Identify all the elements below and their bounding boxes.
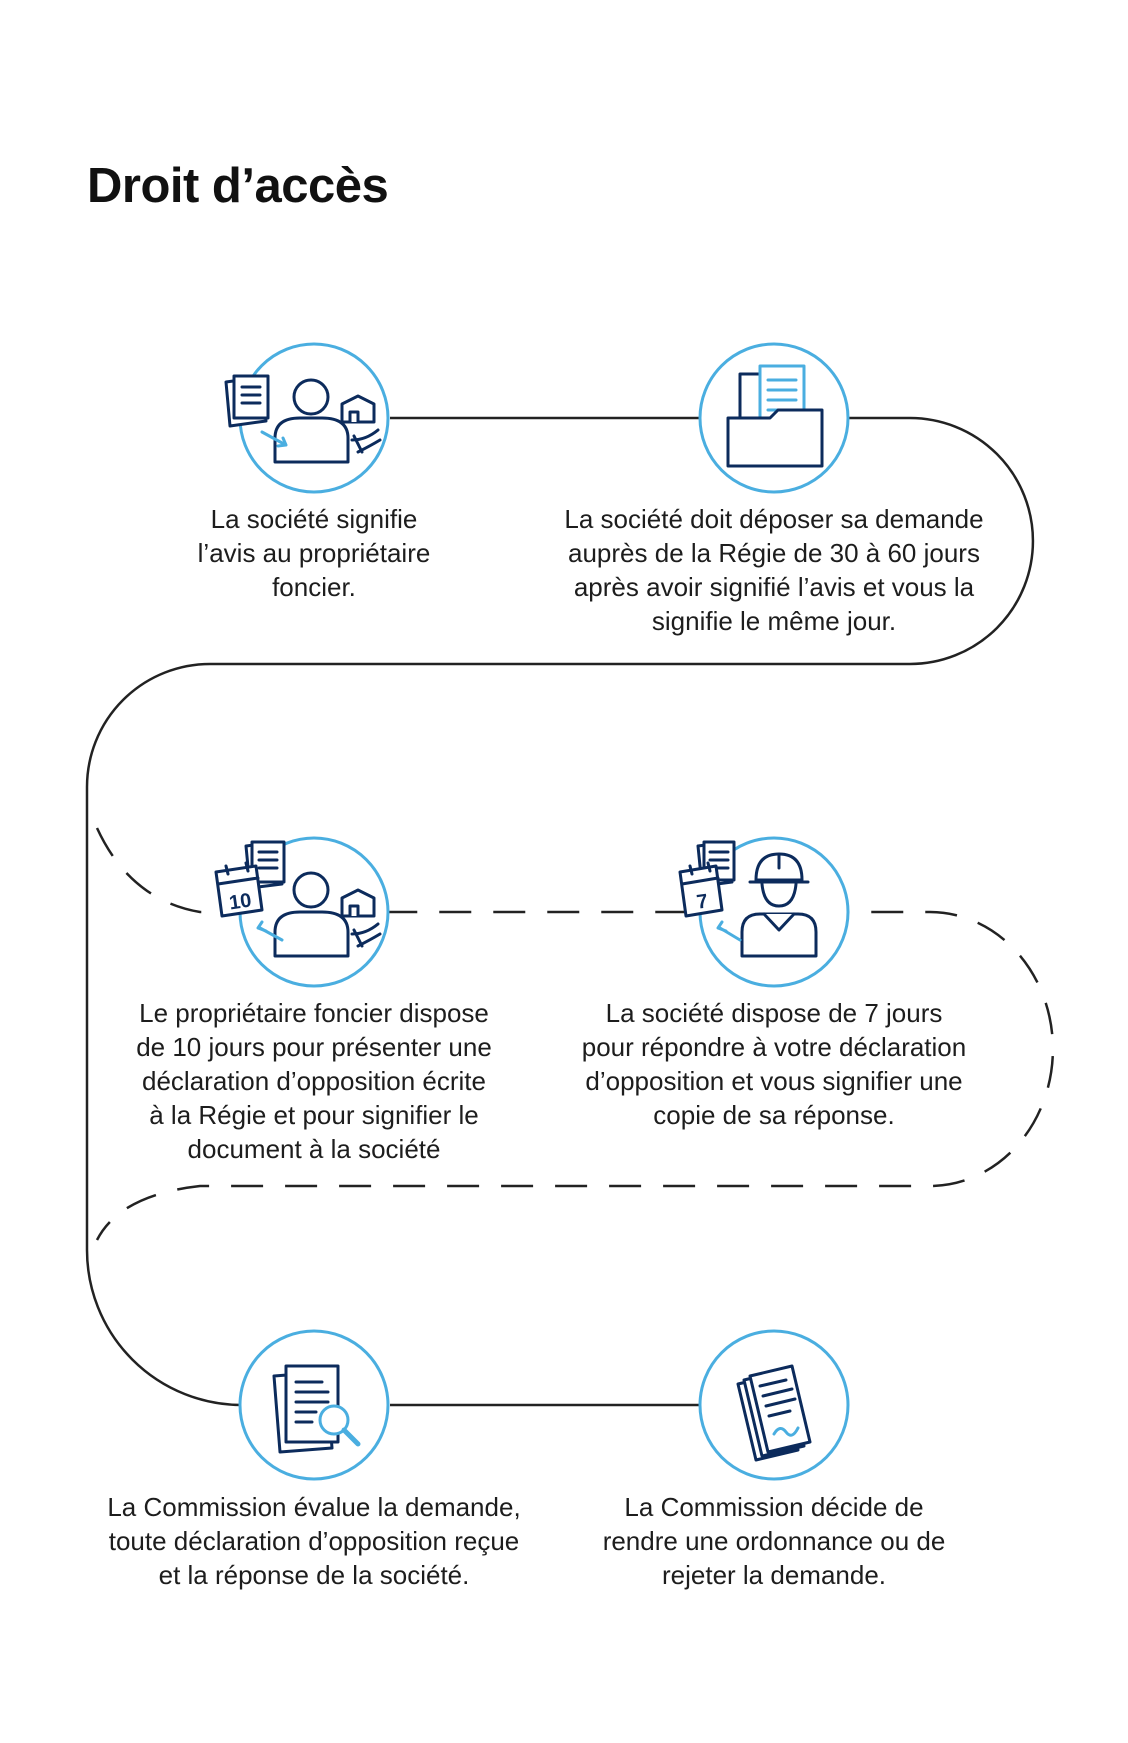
calendar-number-7: 7 (695, 890, 709, 913)
step-6-text: La Commission décide de rendre une ordon… (602, 1492, 946, 1590)
document-review-icon (272, 1364, 361, 1454)
calendar-landowner-icon: 10 (214, 840, 382, 958)
flow-path-dashed (95, 827, 1055, 1241)
calendar-worker-icon: 7 (678, 840, 818, 958)
notice-to-landowner-icon (224, 374, 382, 464)
step-1-text: La société signifie l’avis au propriétai… (197, 504, 431, 602)
step-4-text: La société dispose de 7 jours pour répon… (581, 998, 967, 1130)
step-5-text: La Commission évalue la demande, toute d… (107, 1492, 521, 1590)
flow-path-top (85, 416, 1035, 1407)
step-2-text: La société doit déposer sa demande auprè… (564, 504, 984, 636)
folder-documents-icon (726, 364, 824, 468)
calendar-number-10: 10 (228, 890, 253, 915)
signed-documents-icon (736, 1364, 812, 1462)
page-title: Droit d’accès (87, 159, 389, 213)
step-3-text: Le propriétaire foncier dispose de 10 jo… (136, 998, 492, 1164)
